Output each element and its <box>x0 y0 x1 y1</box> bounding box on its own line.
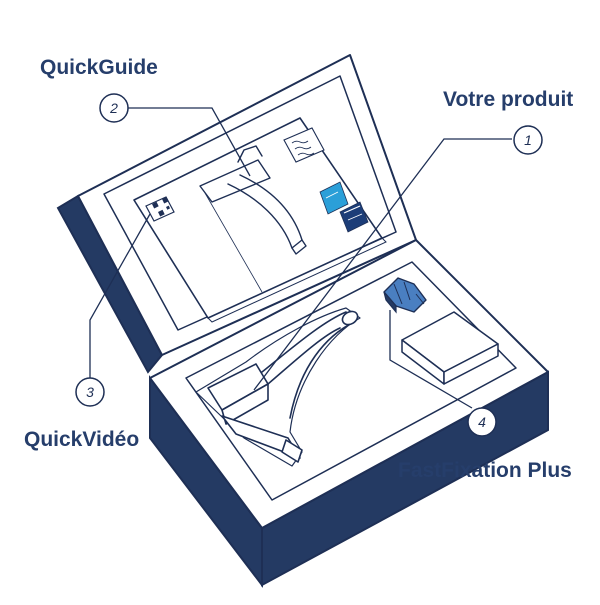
callout-circle-4: 4 <box>467 407 497 437</box>
label-votre-produit: Votre produit <box>443 88 574 111</box>
label-quickguide: QuickGuide <box>40 56 158 79</box>
booklet-edge <box>207 237 387 323</box>
booklet-fold <box>204 192 263 293</box>
callout-number-2: 2 <box>109 100 118 116</box>
lid-inner-border <box>103 75 397 331</box>
callout-circle-1: 1 <box>513 125 543 155</box>
leader-line-1 <box>253 138 512 391</box>
water-waves-icon <box>283 127 325 163</box>
guide-faucet-drawing <box>199 145 307 255</box>
leader-line-3 <box>89 213 151 378</box>
grohe-logo-icon <box>319 181 369 233</box>
label-quickvideo: QuickVidéo <box>24 428 140 451</box>
callout-number-3: 3 <box>86 384 94 400</box>
leader-line-4 <box>389 310 473 409</box>
qr-code-icon <box>145 196 175 222</box>
callout-circle-3: 3 <box>75 377 105 407</box>
leader-line-2 <box>128 107 251 177</box>
callout-number-4: 4 <box>478 414 486 430</box>
fastfixation-part-icon <box>383 277 427 314</box>
callout-number-1: 1 <box>524 132 532 148</box>
small-accessory-box <box>401 311 499 385</box>
label-fastfixation-plus: FastFixation Plus <box>398 459 572 482</box>
quickguide-booklet <box>133 117 387 323</box>
leader-lines <box>89 107 512 409</box>
callout-circle-2: 2 <box>99 93 129 123</box>
product-faucet <box>195 307 361 467</box>
